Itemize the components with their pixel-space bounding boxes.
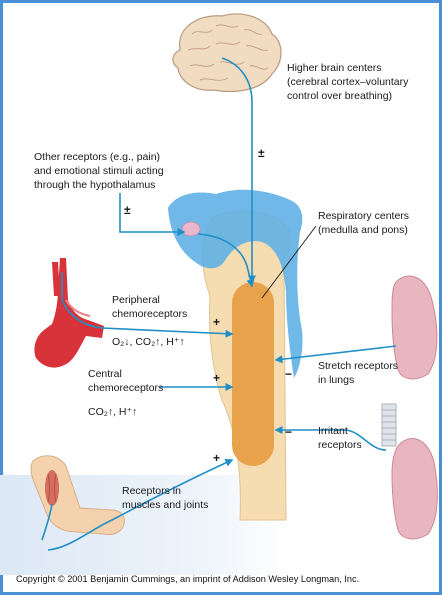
label-higher-brain: Higher brain centers (cerebral cortex–vo…: [287, 62, 411, 102]
label-stretch-receptors: Stretch receptors in lungs: [318, 360, 401, 386]
sign-irritant: −: [285, 425, 292, 439]
brain-illustration: [173, 14, 281, 91]
label-other-receptors: Other receptors (e.g., pain) and emotion…: [34, 151, 167, 191]
trachea-illustration: [382, 404, 396, 446]
sign-stretch: −: [285, 367, 292, 381]
label-irritant-receptors: Irritant receptors: [318, 425, 362, 451]
sign-muscles: +: [213, 451, 220, 465]
label-muscle-receptors: Receptors in muscles and joints: [122, 485, 208, 511]
sign-hypothalamus: ±: [124, 203, 131, 217]
sign-peripheral: +: [213, 315, 220, 329]
label-central-stimuli: CO₂↑, H⁺↑: [88, 406, 137, 418]
hypothalamus-shape: [182, 222, 200, 236]
label-respiratory-centers: Respiratory centers (medulla and pons): [318, 210, 412, 236]
label-central: Central chemoreceptors: [88, 368, 163, 394]
label-peripheral: Peripheral chemoreceptors: [112, 294, 187, 320]
label-peripheral-stimuli: O₂↓, CO₂↑, H⁺↑: [112, 336, 185, 348]
copyright-notice: Copyright © 2001 Benjamin Cummings, an i…: [16, 574, 436, 584]
sign-higher: ±: [258, 146, 265, 160]
sign-central: +: [213, 371, 220, 385]
respiratory-center-shape: [232, 282, 274, 466]
lung-lower-illustration: [392, 439, 437, 539]
arm-illustration: [31, 456, 124, 535]
